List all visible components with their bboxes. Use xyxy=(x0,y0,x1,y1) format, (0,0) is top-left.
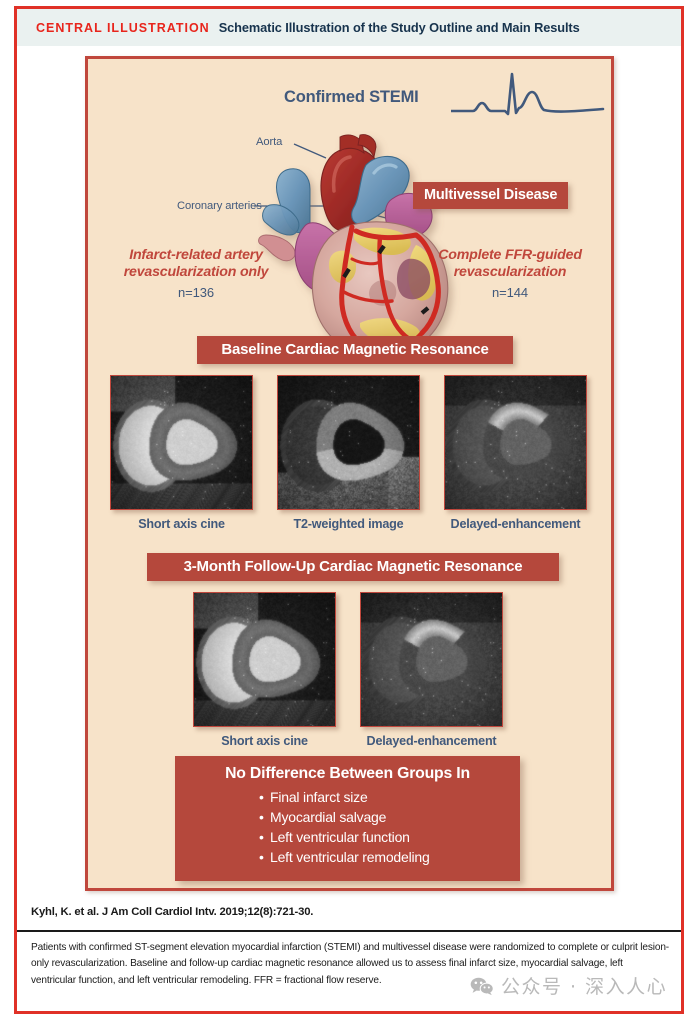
caption-followup-lge: Delayed-enhancement xyxy=(366,734,497,748)
arm-irr-n: n=136 xyxy=(177,284,214,300)
caption-baseline-t2: T2-weighted image xyxy=(293,517,404,531)
conclusion-item: Final infarct size xyxy=(259,788,520,808)
conclusion-box: No Difference Between Groups In Final in… xyxy=(175,756,520,881)
figure-title: Schematic Illustration of the Study Outl… xyxy=(218,20,580,35)
arm-label-irr: Infarct-related artery revascularization… xyxy=(98,247,294,300)
arm-irr-line2: revascularization only xyxy=(123,264,269,281)
aorta-label: Aorta xyxy=(256,136,283,148)
illustration-panel: Confirmed STEMI xyxy=(85,56,614,891)
caption-followup-cine: Short axis cine xyxy=(221,734,308,748)
heart-illustration xyxy=(256,127,481,362)
conclusion-title: No Difference Between Groups In xyxy=(225,765,470,782)
mri-followup-delayed-enhancement xyxy=(360,592,503,727)
arm-irr-line1: Infarct-related artery xyxy=(129,247,263,263)
wechat-icon xyxy=(470,977,494,995)
wechat-watermark: 公众号 · 深入人心 xyxy=(470,972,667,999)
stemi-ecg-waveform xyxy=(451,72,605,116)
multivessel-disease-badge: Multivessel Disease xyxy=(413,182,569,209)
arm-label-complete: Complete FFR-guided revascularization n=… xyxy=(412,247,608,300)
arm-complete-n: n=144 xyxy=(491,284,528,300)
central-illustration-label: CENTRAL ILLUSTRATION xyxy=(36,20,210,35)
conclusion-item: Myocardial salvage xyxy=(259,808,520,828)
caption-baseline-lge: Delayed-enhancement xyxy=(450,517,581,531)
conclusion-item: Left ventricular function xyxy=(259,828,520,848)
mri-followup-short-axis-cine xyxy=(193,592,336,727)
arm-complete-line2: revascularization xyxy=(453,264,567,281)
banner-followup-cmr: 3-Month Follow-Up Cardiac Magnetic Reson… xyxy=(147,553,559,581)
mri-baseline-delayed-enhancement xyxy=(444,375,587,510)
horizontal-divider xyxy=(17,930,681,932)
watermark-text: 公众号 · 深入人心 xyxy=(501,976,668,998)
mri-baseline-short-axis-cine xyxy=(110,375,253,510)
conclusion-item: Left ventricular remodeling xyxy=(259,848,520,868)
confirmed-stemi-label: Confirmed STEMI xyxy=(284,88,419,106)
citation-line: Kyhl, K. et al. J Am Coll Cardiol Intv. … xyxy=(31,906,314,918)
figure-caption-text: Patients with confirmed ST-segment eleva… xyxy=(31,942,669,986)
caption-baseline-cine: Short axis cine xyxy=(138,517,225,531)
banner-baseline-cmr: Baseline Cardiac Magnetic Resonance xyxy=(197,336,513,364)
figure-header-band: CENTRAL ILLUSTRATION Schematic Illustrat… xyxy=(17,9,681,46)
mri-baseline-t2-weighted xyxy=(277,375,420,510)
conclusion-list: Final infarct size Myocardial salvage Le… xyxy=(175,788,520,868)
coronary-arteries-label: Coronary arteries xyxy=(177,200,262,212)
arm-complete-line1: Complete FFR-guided xyxy=(438,247,582,263)
